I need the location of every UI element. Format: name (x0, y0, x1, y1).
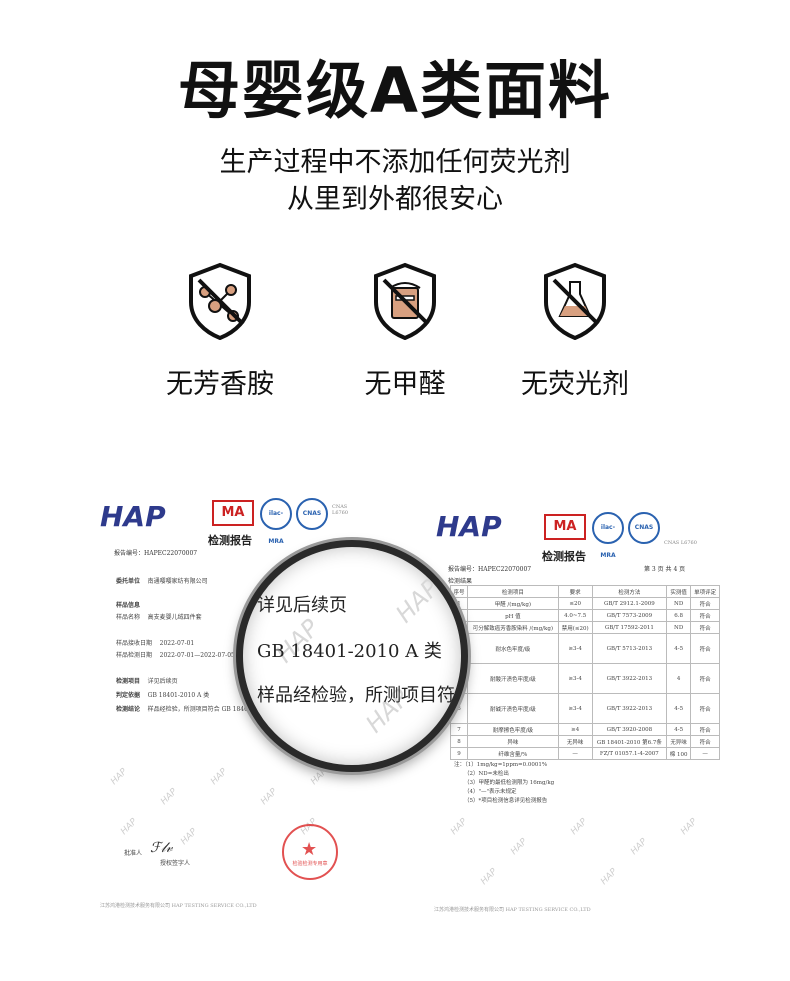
feature-label: 无荧光剂 (521, 369, 629, 400)
hap-logo: HAP (100, 500, 166, 533)
th: 序号 (449, 585, 469, 598)
watermark: HAP (479, 866, 500, 888)
field-conclusion: 检测结论 样品经检验，所测项目符合 GB 18401 (116, 706, 252, 713)
watermark: HAP (259, 786, 280, 808)
feature-label: 无芳香胺 (166, 369, 274, 400)
watermark: HAP (679, 816, 700, 838)
authorized-signer: 授权签字人 (160, 860, 191, 867)
th: 检测方法 (591, 585, 668, 598)
seal-text: 检验检测专用章 (292, 861, 328, 867)
field-test-date: 样品检测日期 2022-07-01—2022-07-05 (116, 652, 235, 659)
footer: 江苏鸿港检测技术服务有限公司 HAP TESTING SERVICE CO.,L… (100, 903, 257, 909)
watermark: HAP (109, 766, 130, 788)
signature: ℱ𝓁𝓋 (150, 840, 173, 856)
watermark: HAP (119, 816, 140, 838)
note: （3）甲醛的最低检测限为 16mg/kg (464, 780, 555, 786)
cnas-logo: CNAS (296, 498, 328, 530)
report-title: 检测报告 (208, 534, 252, 547)
watermark: HAP (599, 866, 620, 888)
field-sample-info: 样品信息 (116, 602, 141, 609)
no-fluorescent-icon (540, 262, 610, 341)
signer-label: 批准人 (124, 850, 143, 857)
watermark: HAP (309, 766, 330, 788)
testing-seal: ★ 检验检测专用章 (282, 824, 338, 880)
table-row: 3可分解致癌芳香胺染料 /(mg/kg)禁用(≤20)GB/T 17592-20… (449, 621, 720, 634)
th: 单项评定 (690, 585, 720, 598)
note: 注：（1）1mg/kg=1ppm=0.0001% (454, 762, 548, 768)
field-client: 委托单位 南通嘤嘤家纺有限公司 (116, 578, 208, 585)
note: （5）*项目检测信息详见检测报告 (464, 798, 548, 804)
field-test-items: 检测项目 详见后续页 (116, 678, 178, 685)
report-page-results: HAP MA ilac-MRA CNAS CNAS L6760 检测报告 报告编… (430, 492, 730, 932)
watermark: HAP (179, 826, 200, 848)
cma-logo: MA (544, 514, 586, 540)
cert-no: CNAS L6760 (664, 540, 697, 546)
note: （4）"—"表示未规定 (464, 789, 517, 795)
no-formaldehyde-icon (370, 262, 440, 341)
th: 实测值 (666, 585, 692, 598)
watermark: HAP (509, 836, 530, 858)
subtitle-line-1: 生产过程中不添加任何荧光剂 (219, 147, 571, 178)
ilac-logo: ilac-MRA (592, 512, 624, 559)
field-criteria: 判定依据 GB 18401-2010 A 类 (116, 692, 210, 699)
note: （2）ND=未检出 (464, 771, 509, 777)
watermark: HAP (629, 836, 650, 858)
table-header: 序号 检测项目 要求 检测方法 实测值 单项评定 (449, 585, 720, 598)
magnifier-lens: HAP HAP HAP 详见后续页 GB 18401-2010 A 类 样品经检… (236, 540, 468, 772)
subtitle-line-2: 从里到外都很安心 (287, 184, 503, 215)
cma-logo: MA (212, 500, 254, 526)
page-title: 母婴级A类面料 (178, 54, 612, 127)
star-icon: ★ (301, 839, 318, 860)
th: 要求 (557, 585, 593, 598)
no-amine-icon (185, 262, 255, 341)
cnas-logo: CNAS (628, 512, 660, 544)
cert-no: CNAS L6760 (332, 504, 349, 516)
watermark: HAP (390, 573, 445, 629)
page-number: 第 3 页 共 4 页 (644, 566, 686, 573)
report-number: 报告编号：HAPEC22070007 (448, 566, 532, 573)
magnified-line-3: 样品经检验，所测项目符 (257, 685, 455, 706)
feature-label: 无甲醛 (364, 369, 446, 400)
ilac-logo: ilac-MRA (260, 498, 292, 545)
footer: 江苏鸿港检测技术服务有限公司 HAP TESTING SERVICE CO.,L… (434, 907, 591, 913)
watermark: HAP (159, 786, 180, 808)
watermark: HAP (209, 766, 230, 788)
magnified-line-1: 详见后续页 (257, 595, 347, 616)
hap-logo: HAP (436, 510, 502, 543)
report-number: 报告编号：HAPEC22070007 (114, 550, 198, 557)
feature-no-amine: 无芳香胺 (145, 262, 295, 401)
th: 检测项目 (467, 585, 559, 598)
feature-no-formaldehyde: 无甲醛 (330, 262, 480, 401)
field-sample-name: 样品名称 高支麦婴儿绒四件套 (116, 614, 202, 621)
results-header: 检测结果 (448, 578, 473, 585)
report-title: 检测报告 (542, 550, 586, 563)
feature-no-fluorescent: 无荧光剂 (500, 262, 650, 401)
watermark: HAP (569, 816, 590, 838)
field-received-date: 样品接收日期 2022-07-01 (116, 640, 195, 647)
watermark: HAP (449, 816, 470, 838)
magnified-line-2: GB 18401-2010 A 类 (257, 641, 442, 662)
